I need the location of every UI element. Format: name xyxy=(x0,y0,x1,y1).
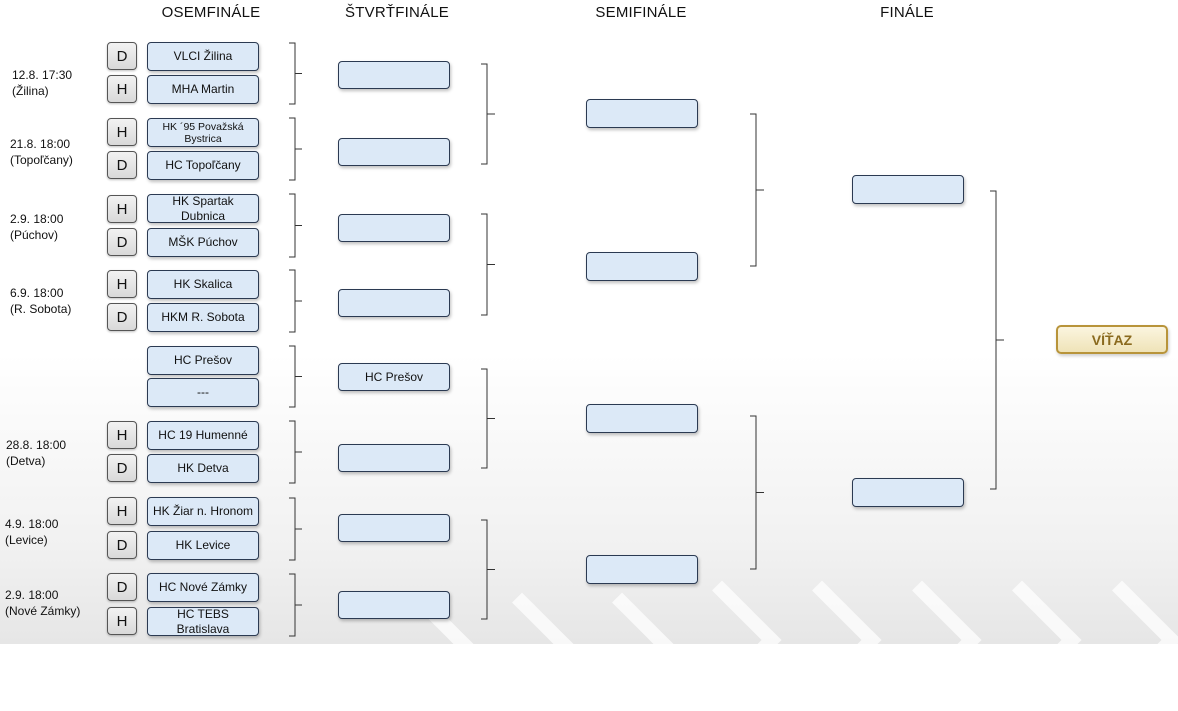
connector-r16 xyxy=(289,420,302,484)
home-away-badge: H xyxy=(107,195,137,223)
match-date: 2.9. 18:00 xyxy=(10,212,64,226)
semifinal-slot xyxy=(586,404,698,433)
round-title-final: FINÁLE xyxy=(880,4,934,21)
home-away-badge: D xyxy=(107,531,137,559)
home-away-badge: D xyxy=(107,228,137,256)
team-slot: HC Topoľčany xyxy=(147,151,259,180)
semifinal-slot xyxy=(586,252,698,281)
round-title-sf: SEMIFINÁLE xyxy=(595,4,687,21)
home-away-badge: D xyxy=(107,151,137,179)
team-slot: HC Nové Zámky xyxy=(147,573,259,602)
match-date: 28.8. 18:00 xyxy=(6,438,67,452)
quarterfinal-slot xyxy=(338,444,450,472)
home-away-badge: H xyxy=(107,497,137,525)
match-venue: (Topoľčany) xyxy=(10,153,73,167)
match-venue: (Detva) xyxy=(6,454,46,468)
home-away-badge: D xyxy=(107,42,137,70)
connector-qf xyxy=(481,213,495,316)
match-venue: (Nové Zámky) xyxy=(5,604,81,618)
round-title-qf: ŠTVRŤFINÁLE xyxy=(345,4,449,21)
connector-r16 xyxy=(289,345,302,408)
match-venue: (R. Sobota) xyxy=(10,302,72,316)
team-slot: HKM R. Sobota xyxy=(147,303,259,332)
team-slot: HC 19 Humenné xyxy=(147,421,259,450)
team-slot: HK ´95 Považská Bystrica xyxy=(147,118,259,147)
bracket-connectors xyxy=(289,42,1004,637)
team-slot: MHA Martin xyxy=(147,75,259,104)
team-slot: HK Skalica xyxy=(147,270,259,299)
match-date: 6.9. 18:00 xyxy=(10,286,64,300)
connector-sf xyxy=(750,415,764,570)
home-away-badge: D xyxy=(107,454,137,482)
match-venue: (Púchov) xyxy=(10,228,59,242)
home-away-badge: D xyxy=(107,573,137,601)
connector-r16 xyxy=(289,117,302,181)
quarterfinal-slot xyxy=(338,61,450,89)
final-slot xyxy=(852,478,964,507)
connector-r16 xyxy=(289,42,302,105)
connector-r16 xyxy=(289,573,302,637)
team-slot: VLCI Žilina xyxy=(147,42,259,71)
connector-sf xyxy=(750,113,764,267)
home-away-badge: H xyxy=(107,75,137,103)
home-away-badge: H xyxy=(107,118,137,146)
match-venue: (Levice) xyxy=(5,533,48,547)
connector-r16 xyxy=(289,497,302,561)
connector-final xyxy=(990,190,1004,490)
connector-qf xyxy=(481,63,495,165)
match-date: 4.9. 18:00 xyxy=(5,517,59,531)
quarterfinal-slot xyxy=(338,514,450,542)
semifinal-slot xyxy=(586,99,698,128)
team-slot: HK Žiar n. Hronom xyxy=(147,497,259,526)
match-date: 2.9. 18:00 xyxy=(5,588,59,602)
match-date: 12.8. 17:30 xyxy=(12,68,73,82)
home-away-badge: H xyxy=(107,270,137,298)
team-slot: HK Detva xyxy=(147,454,259,483)
home-away-badge: H xyxy=(107,607,137,635)
connector-r16 xyxy=(289,269,302,333)
winner-box: VÍŤAZ xyxy=(1056,325,1168,354)
match-venue: (Žilina) xyxy=(12,84,49,98)
connector-r16 xyxy=(289,193,302,258)
connector-qf xyxy=(481,368,495,469)
team-slot: HK Spartak Dubnica xyxy=(147,194,259,223)
team-slot: HC Prešov xyxy=(147,346,259,375)
quarterfinal-slot xyxy=(338,214,450,242)
final-slot xyxy=(852,175,964,204)
match-date: 21.8. 18:00 xyxy=(10,137,71,151)
quarterfinal-slot xyxy=(338,289,450,317)
team-slot: --- xyxy=(147,378,259,407)
home-away-badge: D xyxy=(107,303,137,331)
semifinal-slot xyxy=(586,555,698,584)
connector-qf xyxy=(481,519,495,620)
round-title-r16: OSEMFINÁLE xyxy=(161,4,261,21)
team-slot: HK Levice xyxy=(147,531,259,560)
home-away-badge: H xyxy=(107,421,137,449)
team-slot: HC TEBS Bratislava xyxy=(147,607,259,636)
team-slot: MŠK Púchov xyxy=(147,228,259,257)
quarterfinal-slot xyxy=(338,591,450,619)
quarterfinal-slot: HC Prešov xyxy=(338,363,450,391)
quarterfinal-slot xyxy=(338,138,450,166)
